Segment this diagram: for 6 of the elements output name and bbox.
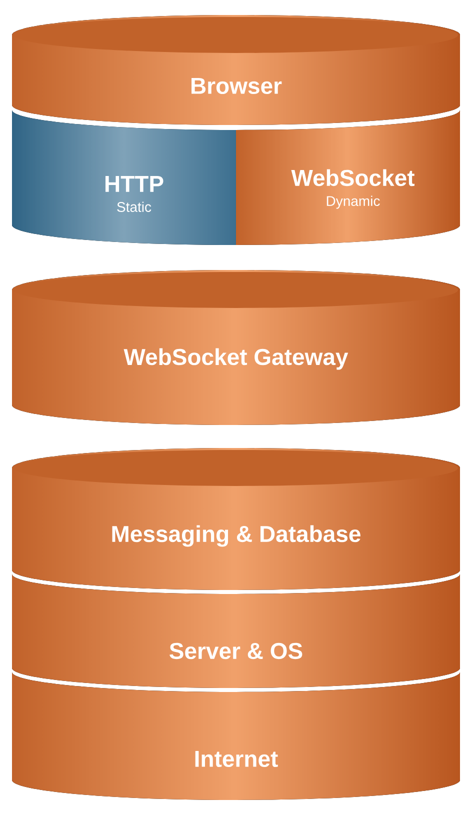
- layer-disc: WebSocket Gateway: [12, 270, 460, 425]
- layer-disc: Browser: [12, 15, 460, 125]
- layer-disc: HTTP Static: [12, 110, 236, 245]
- layer-disc: WebSocket Dynamic: [236, 110, 460, 245]
- layer-disc: Messaging & Database: [12, 448, 460, 590]
- layer-disc: Internet: [12, 672, 460, 800]
